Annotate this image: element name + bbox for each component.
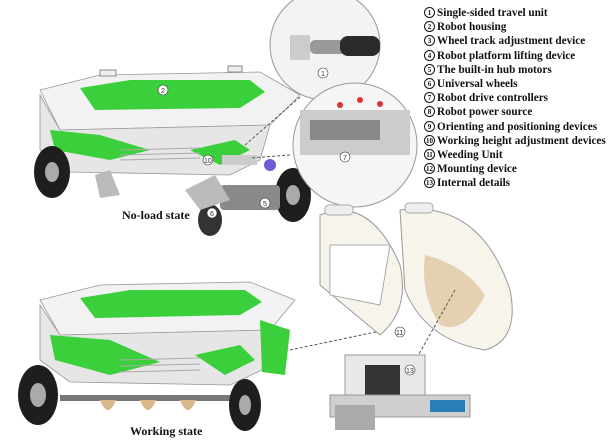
svg-text:13: 13 [406, 368, 414, 375]
legend-number: 8 [424, 106, 435, 118]
svg-text:11: 11 [396, 330, 403, 337]
svg-text:2: 2 [161, 88, 165, 95]
legend-number: 3 [424, 35, 435, 47]
no-load-robot [34, 65, 311, 236]
svg-text:5: 5 [263, 201, 267, 208]
no-load-state-label: No-load state [122, 208, 190, 222]
legend-number: 11 [424, 149, 435, 161]
legend-label: Robot power source [437, 106, 533, 119]
svg-text:6: 6 [210, 211, 214, 218]
legend-label: Orienting and positioning devices [437, 120, 598, 133]
svg-text:10: 10 [204, 158, 212, 165]
legend-number: 2 [424, 21, 435, 33]
legend-number: 5 [424, 63, 435, 75]
working-state-label: Working state [130, 424, 203, 438]
legend-label: Universal wheels [437, 78, 518, 91]
legend-label: Single-sided travel unit [437, 7, 548, 19]
legend-label: Weeding Unit [437, 149, 503, 162]
legend-number: 4 [424, 49, 435, 61]
legend-number: 13 [424, 177, 435, 189]
legend-number: 7 [424, 92, 435, 104]
legend-number: 10 [424, 134, 435, 146]
svg-text:7: 7 [343, 155, 347, 162]
legend-label: Internal details [437, 177, 511, 190]
mounting-device [329, 354, 471, 430]
svg-text:1: 1 [321, 71, 325, 78]
legend-label: Wheel track adjustment device [437, 35, 586, 48]
legend-number: 1 [424, 7, 435, 18]
detail-controllers [249, 82, 418, 208]
legend-label: Mounting device [437, 163, 517, 176]
legend-label: Robot platform lifting device [437, 49, 576, 62]
legend-label: Working height adjustment devices [437, 134, 606, 147]
working-robot [18, 281, 386, 431]
detail-travel-unit [244, 0, 381, 146]
weeding-units [319, 202, 513, 371]
legend-label: Robot drive controllers [437, 92, 549, 105]
callout-numbers: 2 1 7 10 5 6 11 13 [157, 67, 416, 376]
legend-number: 6 [424, 78, 435, 90]
legend-number: 12 [424, 163, 435, 175]
legend-number: 9 [424, 120, 435, 132]
legend-label: The built-in hub motors [437, 63, 552, 76]
legend-label: Robot housing [437, 21, 507, 34]
